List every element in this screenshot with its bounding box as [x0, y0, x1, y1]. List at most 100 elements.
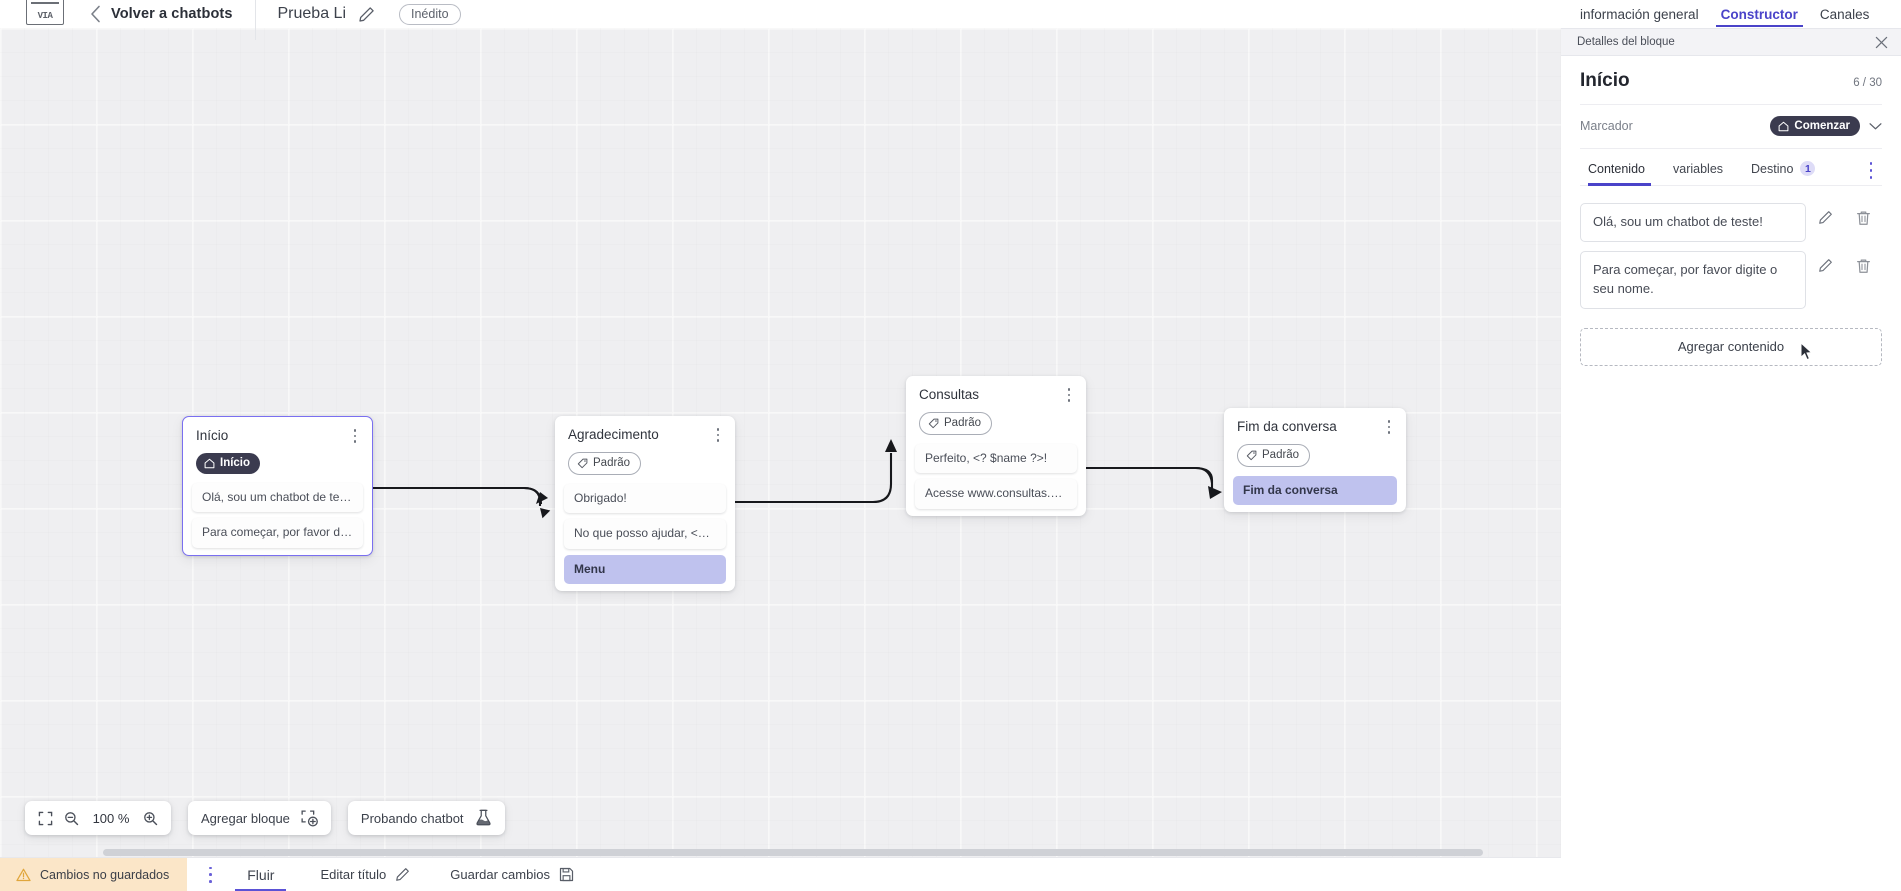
content-text[interactable]: Olá, sou um chatbot de teste!	[1580, 203, 1806, 243]
node-title: Início	[196, 428, 229, 443]
pencil-icon	[395, 867, 410, 882]
node-message[interactable]: No que posso ajudar, <? $name ...	[564, 519, 726, 549]
content-row: Olá, sou um chatbot de teste!	[1580, 203, 1882, 243]
header-divider	[254, 0, 256, 40]
tab-canales[interactable]: Canales	[1819, 6, 1870, 22]
tab-variables-label: variables	[1673, 161, 1724, 176]
node-message-end[interactable]: Fim da conversa	[1233, 475, 1397, 506]
flow-node-consultas[interactable]: Consultas Padrão Perfeito, <? $name ?>! …	[906, 376, 1086, 516]
node-kebab-menu-icon[interactable]	[1382, 418, 1396, 436]
node-messages: Obrigado! No que posso ajudar, <? $name …	[555, 475, 735, 585]
content-row: Para começar, por favor digite o seu nom…	[1580, 251, 1882, 309]
save-icon	[559, 867, 574, 882]
content-edit-action[interactable]	[1806, 203, 1844, 225]
node-pill-padrao[interactable]: Padrão	[919, 412, 993, 435]
statusbar-kebab-menu-icon[interactable]	[203, 866, 217, 883]
add-block-icon	[301, 809, 318, 827]
right-panel: información general Constructor Canales …	[1561, 0, 1901, 891]
detail-tabs: Contenido variables Destino 1	[1580, 149, 1882, 187]
flow-node-inicio[interactable]: Início Início Olá, sou um chatbot de tes…	[182, 416, 373, 557]
node-title: Agradecimento	[568, 427, 659, 442]
zoom-controls: 100 %	[25, 801, 171, 835]
canvas-toolbar: 100 % Agregar bloque	[25, 801, 505, 835]
tab-variables[interactable]: variables	[1659, 156, 1737, 185]
scrollbar-thumb[interactable]	[103, 849, 1483, 856]
marker-badge-comenzar[interactable]: Comenzar	[1770, 116, 1860, 137]
pencil-icon[interactable]	[358, 6, 375, 23]
canvas-horizontal-scrollbar[interactable]	[0, 848, 1561, 857]
tab-contenido-label: Contenido	[1588, 161, 1645, 176]
flow-node-agradecimento[interactable]: Agradecimento Padrão Obrigado! No que po…	[555, 416, 735, 592]
test-chatbot-label: Probando chatbot	[360, 810, 464, 826]
logo-text: VIA	[37, 11, 53, 21]
flow-canvas[interactable]: Início Início Olá, sou um chatbot de tes…	[0, 28, 1561, 863]
node-message[interactable]: Perfeito, <? $name ?>!	[915, 443, 1077, 474]
zoom-in-icon[interactable]	[143, 811, 158, 826]
unsaved-changes-badge: Cambios no guardados	[0, 857, 188, 891]
tab-constructor[interactable]: Constructor	[1710, 7, 1809, 28]
node-message[interactable]: Acesse www.consultas.com par...	[915, 479, 1077, 509]
pencil-icon[interactable]	[1818, 258, 1833, 273]
edit-title-button[interactable]: Editar título	[320, 867, 410, 882]
save-changes-label: Guardar cambios	[450, 867, 550, 882]
block-details-header: Detalles del bloque	[1561, 28, 1901, 56]
node-kebab-menu-icon[interactable]	[711, 426, 725, 444]
tab-informacion-general[interactable]: información general	[1580, 6, 1699, 22]
panel-tabs: información general Constructor Canales	[1561, 0, 1901, 28]
node-message[interactable]: Obrigado!	[564, 483, 726, 514]
close-icon[interactable]	[1875, 36, 1888, 49]
block-details-title: Detalles del bloque	[1577, 36, 1675, 48]
content-delete-action[interactable]	[1844, 251, 1882, 274]
content-list: Olá, sou um chatbot de teste! Para começ…	[1580, 186, 1882, 309]
zoom-level: 100 %	[92, 810, 130, 826]
test-chatbot-button[interactable]: Probando chatbot	[347, 801, 505, 835]
block-title: Início	[1580, 70, 1630, 91]
tag-icon	[928, 418, 939, 429]
content-text[interactable]: Para começar, por favor digite o seu nom…	[1580, 251, 1806, 309]
flow-connectors	[373, 439, 1222, 519]
bottom-status-bar: Cambios no guardados Fluir Editar título…	[0, 857, 1561, 891]
block-details-body: Início 6 / 30 Marcador Comenzar	[1561, 56, 1901, 366]
home-icon	[204, 458, 215, 469]
content-edit-action[interactable]	[1806, 251, 1844, 273]
node-message[interactable]: Olá, sou um chatbot de teste!	[192, 482, 363, 513]
detail-tabs-kebab-menu-icon[interactable]	[1864, 161, 1878, 179]
node-message-menu[interactable]: Menu	[564, 554, 726, 585]
tab-contenido[interactable]: Contenido	[1580, 156, 1659, 186]
save-changes-button[interactable]: Guardar cambios	[450, 867, 574, 882]
node-messages: Fim da conversa	[1224, 467, 1406, 506]
unsaved-changes-label: Cambios no guardados	[40, 867, 170, 882]
tag-icon	[1246, 450, 1257, 461]
node-kebab-menu-icon[interactable]	[348, 427, 362, 445]
node-pill-padrao[interactable]: Padrão	[1237, 444, 1311, 467]
add-content-button[interactable]: Agregar contenido	[1580, 327, 1882, 366]
node-header: Início Início	[183, 417, 372, 474]
back-to-chatbots-link[interactable]: Volver a chatbots	[111, 6, 233, 22]
node-pill-inicio[interactable]: Início	[196, 453, 261, 474]
node-pill-padrao[interactable]: Padrão	[568, 452, 642, 475]
marker-control[interactable]: Comenzar	[1770, 116, 1882, 137]
add-block-button[interactable]: Agregar bloque	[188, 801, 331, 835]
node-pill-label: Início	[220, 457, 251, 470]
fit-screen-icon[interactable]	[38, 811, 53, 826]
trash-icon[interactable]	[1856, 258, 1871, 274]
app-logo-icon[interactable]: VIA	[26, 0, 64, 25]
node-message[interactable]: Para começar, por favor digite o ...	[192, 518, 363, 549]
trash-icon[interactable]	[1856, 210, 1871, 226]
node-title: Consultas	[919, 387, 980, 402]
content-delete-action[interactable]	[1844, 203, 1882, 226]
node-header: Consultas Padrão	[906, 376, 1086, 435]
tab-fluir[interactable]: Fluir	[235, 858, 287, 891]
node-title: Fim da conversa	[1237, 419, 1337, 434]
tab-destino-label: Destino	[1751, 161, 1794, 176]
flow-node-fim-da-conversa[interactable]: Fim da conversa Padrão Fim da conversa	[1224, 408, 1406, 513]
node-messages: Perfeito, <? $name ?>! Acesse www.consul…	[906, 435, 1086, 509]
tab-destino[interactable]: Destino 1	[1737, 155, 1829, 185]
zoom-out-icon[interactable]	[64, 811, 79, 826]
chevron-down-icon[interactable]	[1869, 122, 1882, 131]
pencil-icon[interactable]	[1818, 210, 1833, 225]
warning-icon	[16, 868, 31, 882]
node-kebab-menu-icon[interactable]	[1062, 386, 1076, 404]
back-chevron-icon[interactable]	[90, 5, 101, 23]
block-count: 6 / 30	[1853, 77, 1882, 89]
